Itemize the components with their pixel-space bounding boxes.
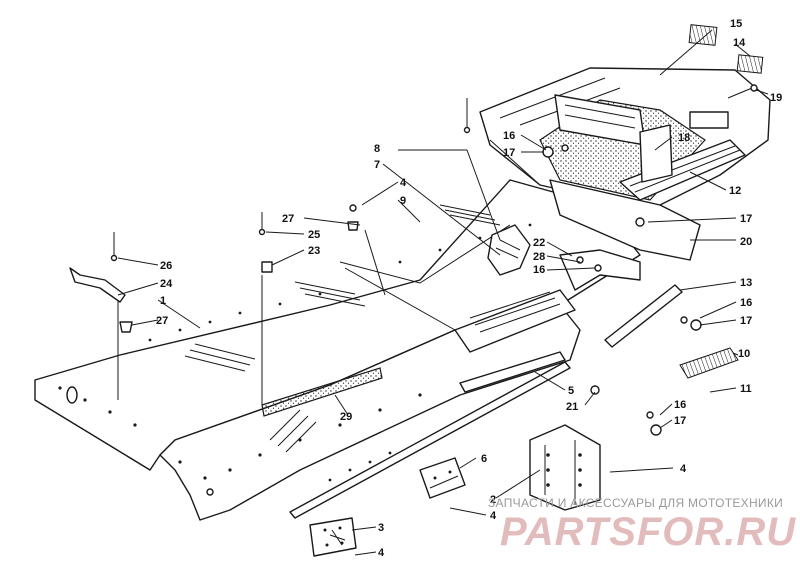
callout-4: 4 — [680, 463, 687, 475]
callout-27: 27 — [282, 213, 294, 225]
callout-20: 20 — [740, 236, 752, 248]
fasteners — [69, 98, 702, 436]
callout-29: 29 — [340, 411, 352, 423]
plate-3 — [309, 517, 357, 557]
callout-13: 13 — [740, 277, 752, 289]
callout-8: 8 — [374, 143, 380, 155]
callout-5: 5 — [568, 385, 574, 397]
callout-25: 25 — [308, 229, 320, 241]
callout-17: 17 — [740, 213, 752, 225]
callout-18: 18 — [678, 132, 690, 144]
callout-1: 1 — [160, 295, 166, 307]
decal-14 — [736, 54, 764, 74]
angle-bracket — [529, 424, 601, 511]
callout-12: 12 — [729, 185, 741, 197]
watermark-brand: PARTSFOR.RU — [500, 510, 796, 554]
leader-lines — [117, 29, 769, 556]
callout-14: 14 — [733, 37, 746, 49]
callout-4: 4 — [400, 177, 407, 189]
callout-16: 16 — [674, 399, 686, 411]
callout-15: 15 — [730, 18, 742, 30]
callout-27: 27 — [156, 315, 168, 327]
plate-6 — [419, 457, 466, 499]
callout-19: 19 — [770, 92, 782, 104]
rear-flap — [454, 289, 576, 353]
callout-4: 4 — [378, 547, 385, 559]
callout-17: 17 — [674, 415, 686, 427]
callout-17: 17 — [740, 315, 752, 327]
callout-17: 17 — [503, 147, 515, 159]
side-strap — [459, 351, 566, 393]
callout-7: 7 — [374, 159, 380, 171]
callout-16: 16 — [503, 130, 515, 142]
watermark-tagline: ЗАПЧАСТИ И АКСЕССУАРЫ ДЛЯ МОТОТЕХНИКИ — [488, 496, 783, 510]
callout-labels: 1 2 3 4 4 4 4 5 6 7 8 9 10 11 12 13 14 1… — [156, 18, 782, 559]
rear-bumper-assembly — [479, 67, 771, 261]
callout-16: 16 — [740, 297, 752, 309]
lower-rod — [289, 361, 571, 519]
decal-15 — [688, 24, 718, 46]
callout-16: 16 — [533, 264, 545, 276]
callout-3: 3 — [378, 522, 384, 534]
callout-22: 22 — [533, 237, 545, 249]
rivet-holes — [58, 223, 532, 482]
callout-21: 21 — [566, 401, 578, 413]
callout-6: 6 — [481, 453, 487, 465]
callout-2: 2 — [490, 494, 496, 506]
callout-11: 11 — [740, 383, 752, 395]
callout-4: 4 — [490, 510, 497, 522]
rod-13 — [604, 284, 683, 348]
callout-9: 9 — [400, 195, 406, 207]
callout-26: 26 — [160, 260, 172, 272]
callout-23: 23 — [308, 245, 320, 257]
callout-10: 10 — [738, 348, 750, 360]
decal-strip — [261, 367, 383, 417]
pad-10 — [679, 347, 739, 379]
watermark: ЗАПЧАСТИ И АКСЕССУАРЫ ДЛЯ МОТОТЕХНИКИ PA… — [488, 496, 796, 554]
center-bracket — [487, 224, 531, 276]
callout-24: 24 — [160, 278, 173, 290]
callout-28: 28 — [533, 251, 545, 263]
